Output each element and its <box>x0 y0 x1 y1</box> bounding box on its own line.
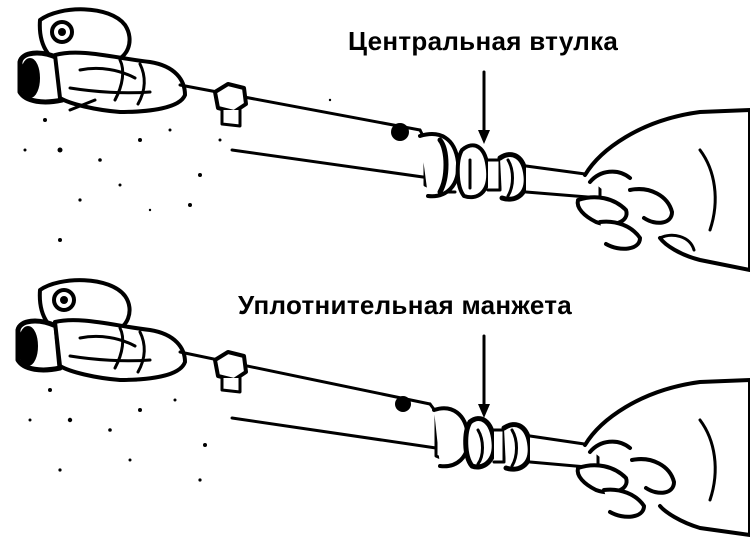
top-arrow <box>478 70 490 144</box>
top-lower-line <box>230 148 432 180</box>
label-central-bushing: Центральная втулка <box>348 26 619 56</box>
bottom-black-ball <box>395 396 411 412</box>
top-central-bushing <box>455 143 491 200</box>
bottom-ring <box>501 422 533 472</box>
bottom-housing <box>15 278 187 382</box>
top-hand <box>575 108 750 272</box>
bottom-lower-line <box>230 416 438 450</box>
top-assembly <box>17 7 750 272</box>
top-speckles <box>23 98 332 242</box>
bottom-assembly <box>15 278 750 537</box>
bottom-collar <box>428 402 471 469</box>
top-hex-fitting <box>213 82 248 128</box>
label-sealing-cuff: Уплотнительная манжета <box>238 290 573 320</box>
bottom-seal <box>463 416 497 470</box>
bottom-hand <box>575 378 750 537</box>
top-housing <box>17 7 187 114</box>
bottom-hex-fitting <box>213 350 248 394</box>
top-black-ball <box>391 123 409 141</box>
bottom-arrow <box>478 334 490 418</box>
bottom-speckles <box>28 388 207 482</box>
top-seal-ring <box>497 152 529 202</box>
